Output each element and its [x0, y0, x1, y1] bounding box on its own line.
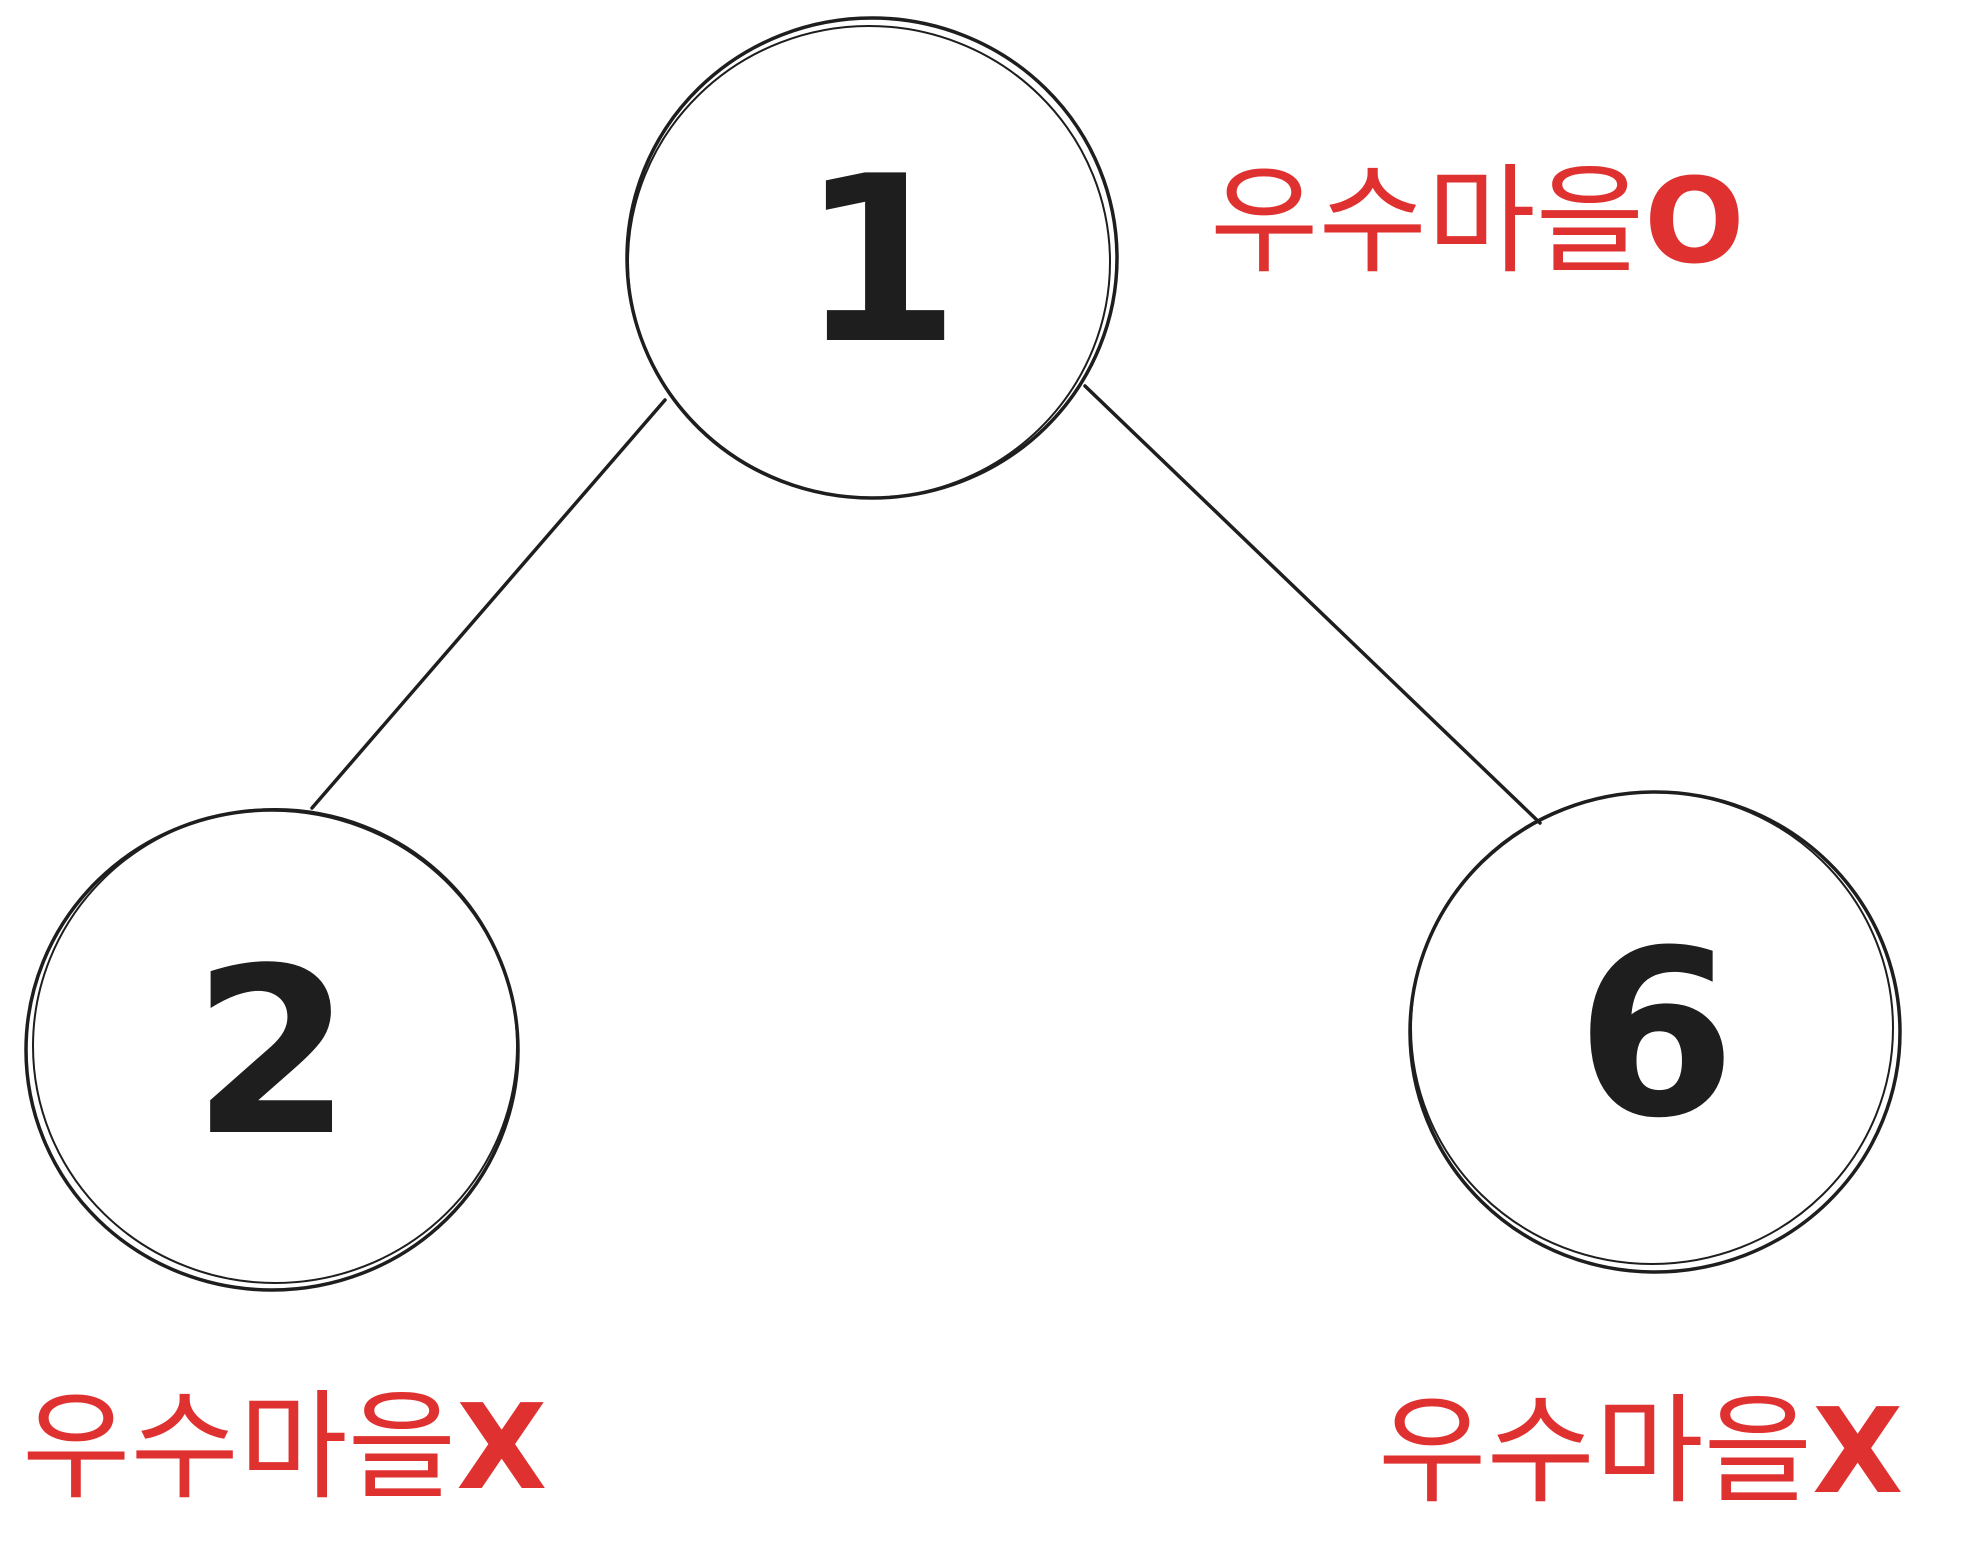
- node-status-1: 우수마을O: [1210, 152, 1745, 290]
- node-circle-1-sketch: [627, 25, 1111, 499]
- node-status-mark-2: X: [456, 1378, 547, 1516]
- node-status-mark-6: X: [1812, 1382, 1903, 1520]
- node-status-6: 우수마을X: [1378, 1382, 1903, 1520]
- node-status-mark-1: O: [1644, 152, 1744, 290]
- tree-node-1: 1: [625, 16, 1119, 500]
- node-circle-6-sketch: [1410, 791, 1894, 1265]
- node-label-2: 2: [192, 920, 352, 1187]
- node-label-6: 6: [1576, 902, 1736, 1169]
- node-status-text-6: 우수마을: [1378, 1382, 1812, 1520]
- tree-node-2: 2: [24, 808, 520, 1292]
- edge-1-6: [1083, 384, 1542, 825]
- node-label-1: 1: [800, 128, 960, 395]
- tree-node-6: 6: [1408, 790, 1902, 1274]
- node-status-2: 우수마을X: [22, 1378, 547, 1516]
- edge-1-2: [310, 398, 667, 810]
- node-status-text-1: 우수마을: [1210, 152, 1644, 290]
- node-status-text-2: 우수마을: [22, 1378, 456, 1516]
- node-circle-2-sketch: [32, 808, 518, 1284]
